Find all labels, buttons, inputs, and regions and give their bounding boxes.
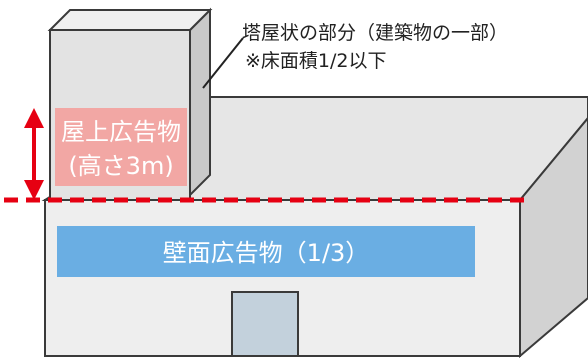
rooftop-sign-line1: 屋上広告物 <box>61 118 181 146</box>
rooftop-sign <box>55 108 187 186</box>
door <box>231 291 299 357</box>
annotation-line2: ※床面積1/2以下 <box>245 50 387 72</box>
rooftop-sign-line2: (高さ3m) <box>68 152 173 180</box>
wall-sign-label: 壁面広告物（1/3） <box>163 239 370 267</box>
annotation-leader-line <box>202 37 244 89</box>
wall-sign <box>57 226 475 277</box>
tower-top-face <box>47 9 213 31</box>
annotation-line1: 塔屋状の部分（建築物の一部） <box>242 22 508 44</box>
tower-side-face <box>189 7 211 198</box>
